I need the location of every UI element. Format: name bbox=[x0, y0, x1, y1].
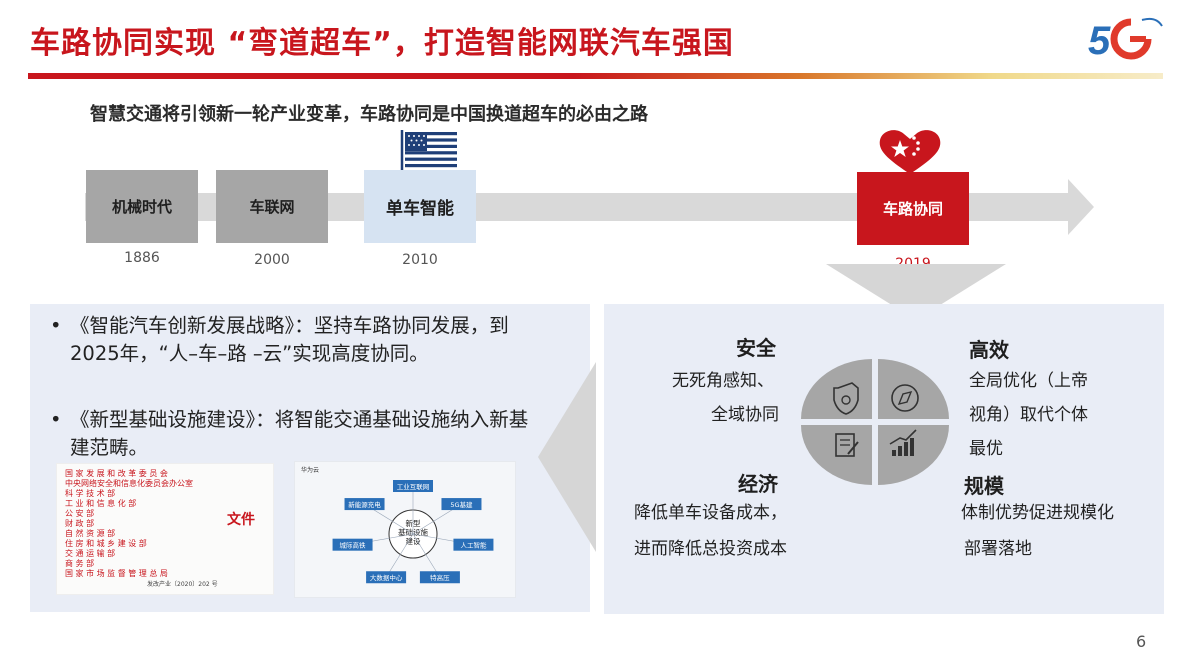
scale-desc: 部署落地 bbox=[964, 539, 1032, 559]
doc-stamp: 文件 bbox=[227, 511, 255, 528]
china-heart-icon bbox=[876, 128, 944, 176]
diagram-center-label: 建设 bbox=[406, 536, 421, 546]
policy-bullet: • 《新型基础设施建设》：将智能交通基础设施纳入新基建范畴。 bbox=[50, 406, 530, 462]
bullet-marker: • bbox=[50, 314, 62, 337]
economy-desc: 降低单车设备成本， bbox=[634, 503, 787, 523]
scale-desc: 体制优势促进规模化 bbox=[961, 503, 1114, 523]
diagram-node bbox=[393, 480, 433, 492]
5g-logo-icon: 5 bbox=[1086, 10, 1166, 65]
diagram-node-label: 人工智能 bbox=[460, 541, 487, 550]
svg-text:5: 5 bbox=[1088, 19, 1111, 63]
diagram-node bbox=[366, 571, 407, 584]
doc-line: 科 学 技 术 部 bbox=[65, 488, 115, 498]
diagram-node bbox=[332, 538, 373, 551]
doc-line: 国 家 市 场 监 督 管 理 总 局 bbox=[65, 568, 168, 578]
diagram-link bbox=[412, 533, 441, 578]
bullet-marker: • bbox=[50, 408, 62, 431]
efficiency-desc: 全局优化（上帝 bbox=[969, 371, 1088, 391]
doc-line: 商 务 部 bbox=[65, 558, 94, 568]
benefits-quadrant-graphic bbox=[800, 356, 950, 488]
diagram-node-label: 新能源充电 bbox=[348, 500, 381, 509]
diagram-brand: 华为云 bbox=[301, 466, 319, 474]
bullet-text: 《新型基础设施建设》：将智能交通基础设施纳入新基建范畴。 bbox=[70, 408, 529, 459]
safety-desc: 全域协同 bbox=[711, 405, 779, 425]
diagram-node bbox=[441, 498, 482, 511]
diagram-node bbox=[344, 498, 385, 511]
era-vehicle-road-collaboration: 车路协同 bbox=[857, 172, 969, 245]
doc-line: 中央网络安全和信息化委员会办公室 bbox=[65, 478, 193, 488]
document-icon bbox=[835, 433, 859, 457]
efficiency-desc: 视角）取代个体 bbox=[969, 405, 1088, 425]
diagram-node-label: 城际高铁 bbox=[340, 541, 367, 550]
doc-footer: 发改产业〔2020〕202 号 bbox=[147, 580, 218, 588]
efficiency-desc: 最优 bbox=[969, 439, 1003, 459]
diagram-node-label: 大数据中心 bbox=[370, 573, 403, 582]
economy-desc: 进而降低总投资成本 bbox=[634, 539, 787, 559]
title-divider bbox=[28, 73, 1163, 79]
shield-icon bbox=[833, 382, 859, 415]
diagram-node-label: 工业互联网 bbox=[397, 482, 430, 491]
section-subtitle: 智慧交通将引领新一轮产业变革，车路协同是中国换道超车的必由之路 bbox=[90, 104, 648, 125]
left-pointer-arrow bbox=[538, 362, 596, 552]
doc-line: 住 房 和 城 乡 建 设 部 bbox=[65, 538, 147, 548]
economy-title: 经济 bbox=[738, 472, 778, 496]
era-year: 2000 bbox=[254, 252, 290, 268]
chart-growth-icon bbox=[889, 429, 917, 456]
diagram-node-label: 特高压 bbox=[430, 573, 450, 582]
compass-icon bbox=[891, 384, 919, 412]
doc-line: 交 通 运 输 部 bbox=[65, 548, 115, 558]
doc-line: 财 政 部 bbox=[65, 518, 94, 528]
diagram-node-label: 5G基建 bbox=[450, 500, 473, 509]
policy-bullet: • 《智能汽车创新发展战略》：坚持车路协同发展，到2025年，“人–车–路 –云… bbox=[50, 312, 530, 368]
diagram-node bbox=[453, 538, 494, 551]
efficiency-title: 高效 bbox=[969, 338, 1009, 362]
doc-line: 自 然 资 源 部 bbox=[65, 528, 115, 538]
era-year: 1886 bbox=[124, 250, 160, 266]
safety-desc: 无死角感知、 bbox=[672, 371, 774, 391]
scale-title: 规模 bbox=[964, 474, 1004, 498]
era-single-vehicle-intelligence: 单车智能 bbox=[364, 170, 476, 243]
era-mechanical: 机械时代 bbox=[86, 170, 198, 243]
page-number: 6 bbox=[1136, 632, 1147, 651]
policy-document-image: 国 家 发 展 和 改 革 委 员 会中央网络安全和信息化委员会办公室科 学 技… bbox=[56, 463, 274, 595]
era-year: 2010 bbox=[402, 252, 438, 268]
doc-line: 公 安 部 bbox=[65, 508, 94, 518]
diagram-node bbox=[419, 571, 460, 584]
doc-line: 工 业 和 信 息 化 部 bbox=[65, 498, 136, 508]
doc-line: 国 家 发 展 和 改 革 委 员 会 bbox=[65, 468, 168, 478]
era-vehicle-network: 车联网 bbox=[216, 170, 328, 243]
timeline-arrowhead bbox=[1068, 179, 1094, 235]
us-flag-icon bbox=[400, 128, 460, 170]
bullet-text: 《智能汽车创新发展战略》：坚持车路协同发展，到2025年，“人–车–路 –云”实… bbox=[70, 314, 509, 365]
safety-title: 安全 bbox=[736, 336, 776, 360]
slide-title: 车路协同实现 “弯道超车”，打造智能网联汽车强国 bbox=[30, 26, 734, 61]
diagram-link bbox=[385, 533, 414, 578]
